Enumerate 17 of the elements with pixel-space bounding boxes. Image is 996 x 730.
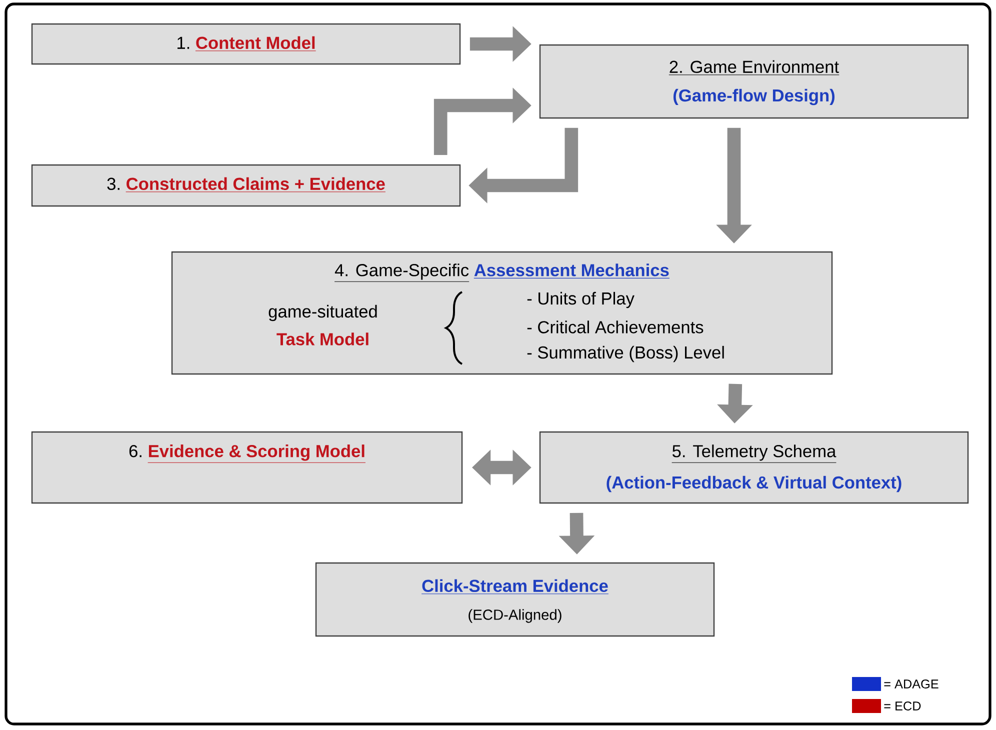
box-text: Task Model <box>276 332 368 346</box>
box-title: 4. Game-Specific Assessment Mechanics <box>334 264 670 282</box>
box-title: 1. Content Model <box>178 36 316 52</box>
box-title: 5. Telemetry Schema <box>672 444 836 463</box>
box-title: 3. Constructed Claims + Evidence <box>107 177 386 192</box>
box-title: Click-Stream Evidence <box>421 579 609 594</box>
box-title: 6. Evidence & Scoring Model <box>129 444 366 463</box>
box-subtitle: (Action-Feedback & Virtual Context) <box>606 476 902 492</box>
legend-label: = ADAGE <box>884 680 938 688</box>
box-text: (ECD-Aligned) <box>468 609 562 623</box>
list-item: - Units of Play <box>527 292 634 308</box>
legend-label: = ECD <box>884 702 921 710</box>
box-subtitle: (Game-flow Design) <box>673 88 834 106</box>
box-title: 2. Game Environment <box>668 60 840 76</box>
list-item: - Summative (Boss) Level <box>527 346 724 362</box>
box-text: game-situated <box>268 304 377 322</box>
list-item: - Critical Achievements <box>527 320 704 334</box>
